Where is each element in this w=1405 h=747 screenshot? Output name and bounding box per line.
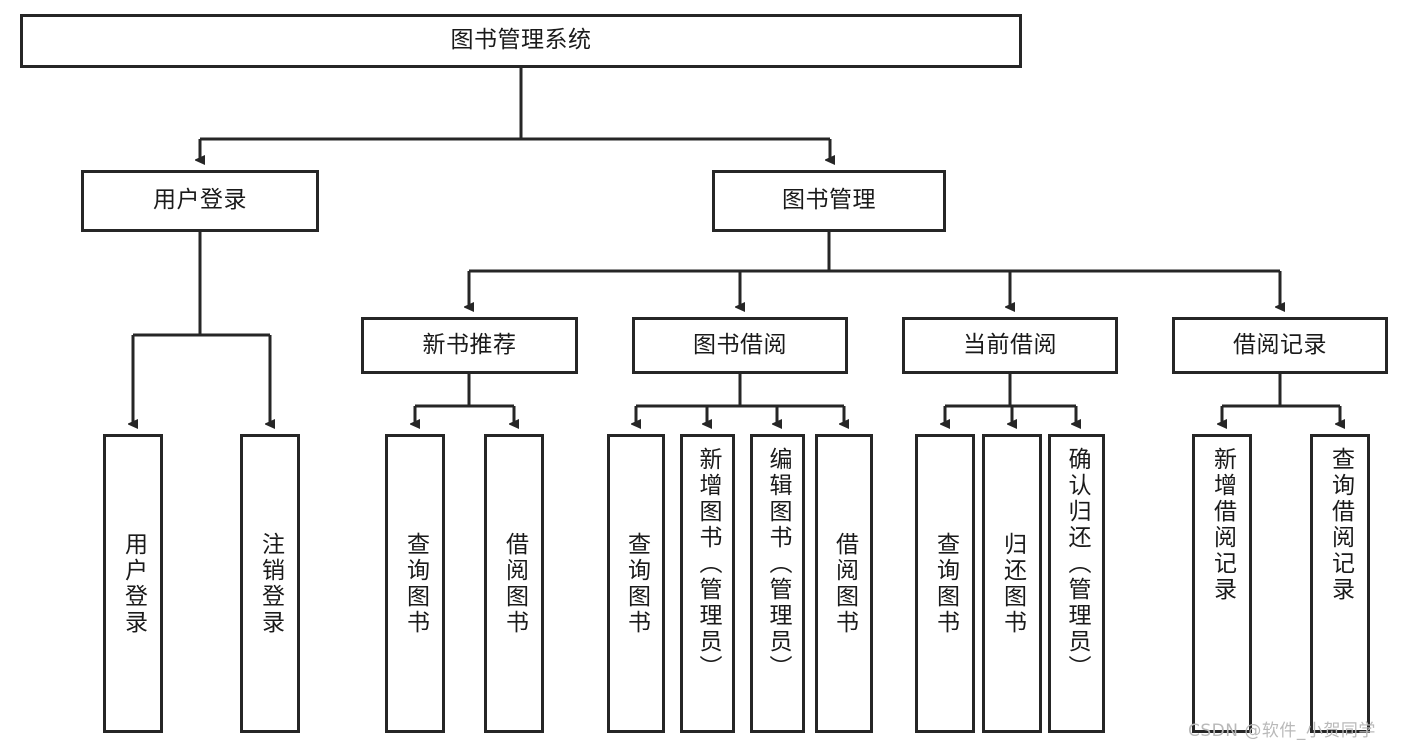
node-book-borrow-label: 图书借阅 [693,331,787,358]
node-book-borrow[interactable]: 图书借阅 [632,317,848,374]
node-current-borrow[interactable]: 当前借阅 [902,317,1118,374]
node-new-book-recommend[interactable]: 新书推荐 [361,317,578,374]
node-user-login[interactable]: 用户登录 [81,170,319,232]
node-leaf-br-query-record-label: 查询借阅记录 [1327,447,1354,603]
node-leaf-cb-query-book-label: 查询图书 [932,531,959,636]
node-user-login-label: 用户登录 [153,187,247,214]
node-leaf-user-login-label: 用户登录 [120,531,147,636]
node-leaf-cb-return-book-label: 归还图书 [999,531,1026,636]
node-leaf-cb-confirm-return-label: 确认归还（管理员） [1064,447,1090,681]
node-leaf-br-query-record[interactable]: 查询借阅记录 [1310,434,1370,733]
node-root[interactable]: 图书管理系统 [20,14,1022,68]
node-leaf-bb-query-book[interactable]: 查询图书 [607,434,665,733]
node-leaf-bb-edit-book[interactable]: 编辑图书（管理员） [750,434,805,733]
node-new-book-recommend-label: 新书推荐 [422,331,517,358]
node-leaf-cb-query-book[interactable]: 查询图书 [915,434,975,733]
node-current-borrow-label: 当前借阅 [963,331,1057,358]
node-root-label: 图书管理系统 [450,27,592,54]
node-leaf-bb-add-book[interactable]: 新增图书（管理员） [680,434,735,733]
node-leaf-bb-add-book-label: 新增图书（管理员） [695,447,721,681]
node-book-manage[interactable]: 图书管理 [712,170,946,232]
node-leaf-bb-query-book-label: 查询图书 [623,531,650,636]
node-leaf-user-login[interactable]: 用户登录 [103,434,163,733]
node-leaf-br-add-record[interactable]: 新增借阅记录 [1192,434,1252,733]
node-book-manage-label: 图书管理 [782,187,876,214]
node-leaf-bb-edit-book-label: 编辑图书（管理员） [765,447,791,681]
node-leaf-br-add-record-label: 新增借阅记录 [1209,447,1236,603]
node-borrow-record[interactable]: 借阅记录 [1172,317,1388,374]
node-leaf-rec-query-book[interactable]: 查询图书 [385,434,445,733]
node-borrow-record-label: 借阅记录 [1233,331,1327,358]
node-leaf-cb-confirm-return[interactable]: 确认归还（管理员） [1048,434,1105,733]
node-leaf-user-logout[interactable]: 注销登录 [240,434,300,733]
node-leaf-bb-borrow-book[interactable]: 借阅图书 [815,434,873,733]
node-leaf-rec-borrow-book-label: 借阅图书 [501,531,528,636]
node-leaf-rec-borrow-book[interactable]: 借阅图书 [484,434,544,733]
node-leaf-user-logout-label: 注销登录 [257,531,284,636]
node-leaf-rec-query-book-label: 查询图书 [402,531,429,636]
node-leaf-cb-return-book[interactable]: 归还图书 [982,434,1042,733]
node-leaf-bb-borrow-book-label: 借阅图书 [831,531,858,636]
